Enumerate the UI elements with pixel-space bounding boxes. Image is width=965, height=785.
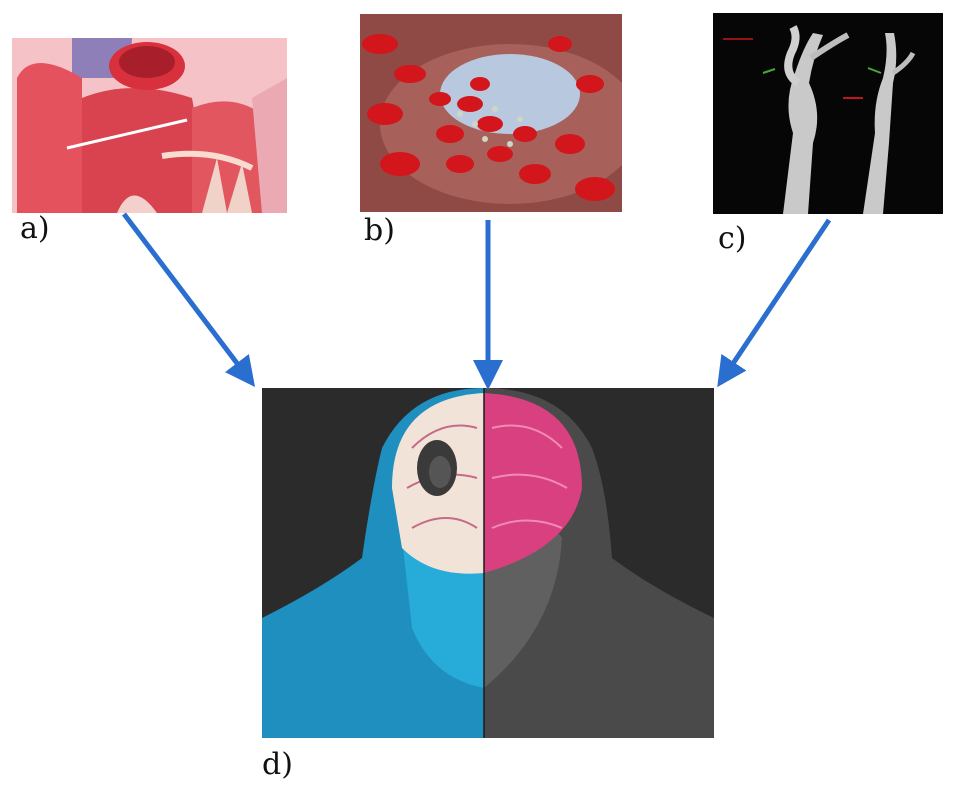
panel-label-d: d) [262,750,293,780]
panel-label-c: c) [718,224,747,254]
carotid-angiogram-image [713,13,943,214]
blood-clot-illustration [360,14,622,212]
panel-label-b: b) [364,216,395,246]
arrow-a-to-d [124,214,252,383]
panel-label-a: a) [20,214,50,244]
heart-illustration [12,38,287,213]
brain-stroke-illustration [262,388,714,738]
